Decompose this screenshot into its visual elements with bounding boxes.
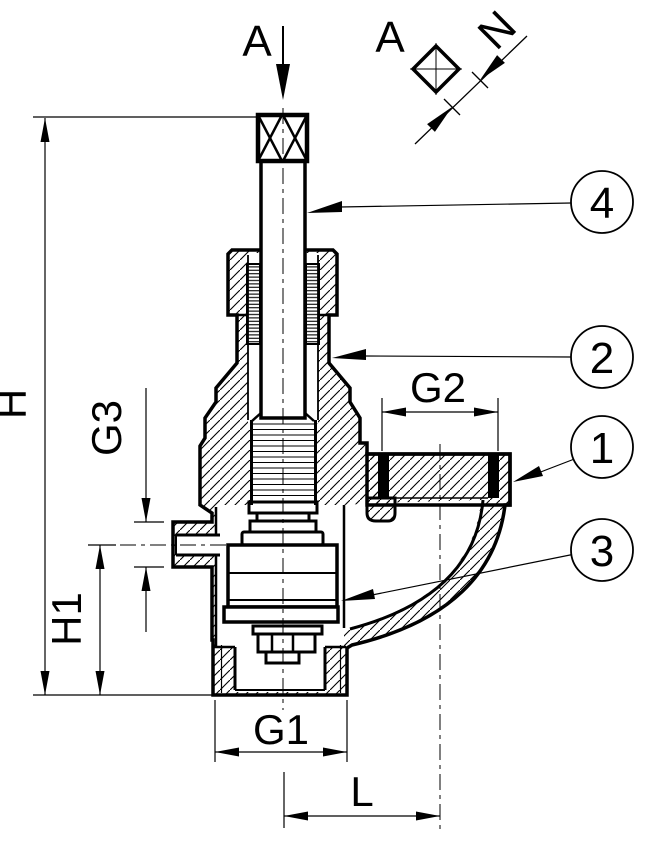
- balloon-4-circle: [570, 170, 634, 234]
- centerlines: [120, 108, 441, 830]
- spout-passage-cutout: [344, 500, 481, 630]
- h1-arrow-top: [95, 545, 105, 569]
- h1-arrow-bottom: [95, 671, 105, 695]
- balloon-4-number: 4: [590, 179, 614, 228]
- balloon-1-number: 1: [590, 424, 614, 473]
- packing-column-right: [305, 263, 320, 345]
- g2-arrow-right: [474, 407, 498, 417]
- h-arrow-top: [40, 118, 50, 142]
- dimension-g2: G2: [381, 364, 499, 451]
- dimension-g3: G3: [83, 388, 164, 632]
- g2-arrow-left: [382, 407, 406, 417]
- dimension-h1: H1: [43, 544, 116, 695]
- balloon-3-arrow: [341, 589, 375, 601]
- balloon-callouts: 4 2 1 3: [307, 170, 634, 601]
- balloon-4-arrow: [307, 201, 342, 213]
- valve-body-section: [171, 248, 512, 697]
- balloon-2-circle: [570, 325, 634, 389]
- balloon-1-circle: [570, 415, 634, 479]
- g2-dim-label: G2: [410, 364, 466, 411]
- n-arrow-upper: [480, 55, 505, 80]
- dimension-l: L: [283, 768, 440, 828]
- h-arrow-bottom: [40, 671, 50, 695]
- section-view-a: A N: [375, 2, 528, 145]
- knurl-cross-pattern: [256, 114, 309, 162]
- port-thread-bar-right: [488, 454, 499, 498]
- packing-column-left: [246, 263, 261, 345]
- balloon-4-leader: [339, 202, 572, 208]
- l-dim-label: L: [350, 768, 373, 815]
- port-under-lip: [365, 496, 397, 523]
- spout-inner-wall: [349, 499, 485, 631]
- dimension-h: H: [0, 116, 256, 696]
- balloon-2-leader: [363, 355, 572, 358]
- l-arrow-left: [284, 811, 308, 821]
- port-thread-bar-left: [378, 454, 389, 498]
- stub-bore: [176, 535, 220, 555]
- balloon-1-leader: [537, 457, 578, 474]
- port-outline: [365, 452, 512, 507]
- g3-dim-label: G3: [83, 400, 130, 456]
- balloon-3-circle: [570, 518, 634, 582]
- plug-lower-band: [222, 605, 340, 624]
- section-cut-indicator: A: [242, 17, 290, 100]
- dimension-g1: G1: [214, 700, 348, 762]
- port-hatch-left-end: [367, 454, 378, 505]
- h1-dim-label: H1: [43, 592, 90, 646]
- balloon-2-arrow: [332, 349, 366, 360]
- balloon-3-number: 3: [590, 527, 614, 576]
- seat-hex: [256, 632, 317, 654]
- l-arrow-right: [416, 811, 440, 821]
- side-inlet-stub: [175, 533, 220, 557]
- g3-arrow-down: [141, 498, 151, 522]
- outlet-port: [365, 452, 512, 523]
- section-cut-label: A: [242, 17, 272, 66]
- section-cut-arrow: [276, 64, 290, 100]
- balloon-3-leader: [371, 553, 576, 596]
- port-hatch-right-end: [499, 454, 510, 505]
- n-arrow-lower: [427, 107, 452, 132]
- g1-arrow-left: [215, 747, 239, 757]
- balloon-2-number: 2: [590, 334, 614, 383]
- section-view-label: A: [375, 13, 405, 62]
- h-dim-label: H: [0, 389, 35, 419]
- g3-arrow-up: [141, 567, 151, 591]
- n-dim-label: N: [469, 2, 526, 59]
- balloon-1-arrow: [513, 466, 543, 482]
- g1-dim-label: G1: [253, 706, 309, 753]
- g1-arrow-right: [323, 747, 347, 757]
